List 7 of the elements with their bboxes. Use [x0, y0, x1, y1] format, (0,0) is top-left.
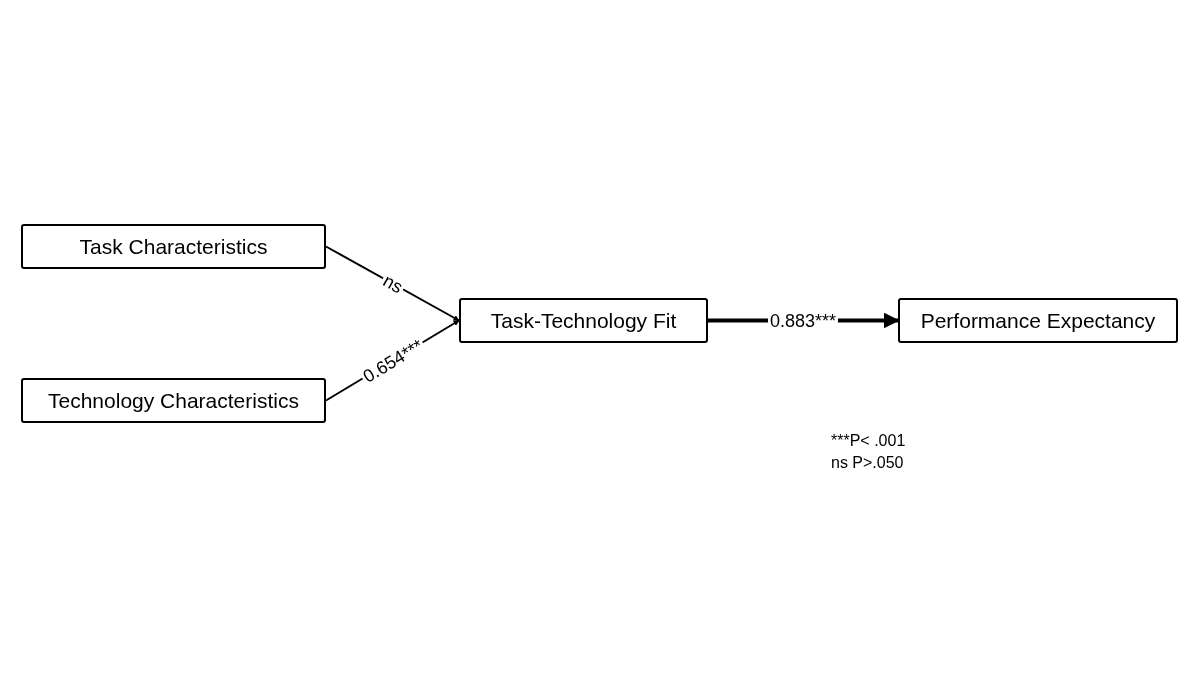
construct-box: Technology Characteristics [21, 378, 326, 423]
significance-note: ns P>.050 [831, 453, 905, 473]
arrow [325, 245, 460, 322]
construct-box: Task-Technology Fit [459, 298, 708, 343]
significance-note: ***P< .001 [831, 431, 906, 451]
construct-box: Performance Expectancy [898, 298, 1178, 343]
construct-box: Task Characteristics [21, 224, 326, 269]
